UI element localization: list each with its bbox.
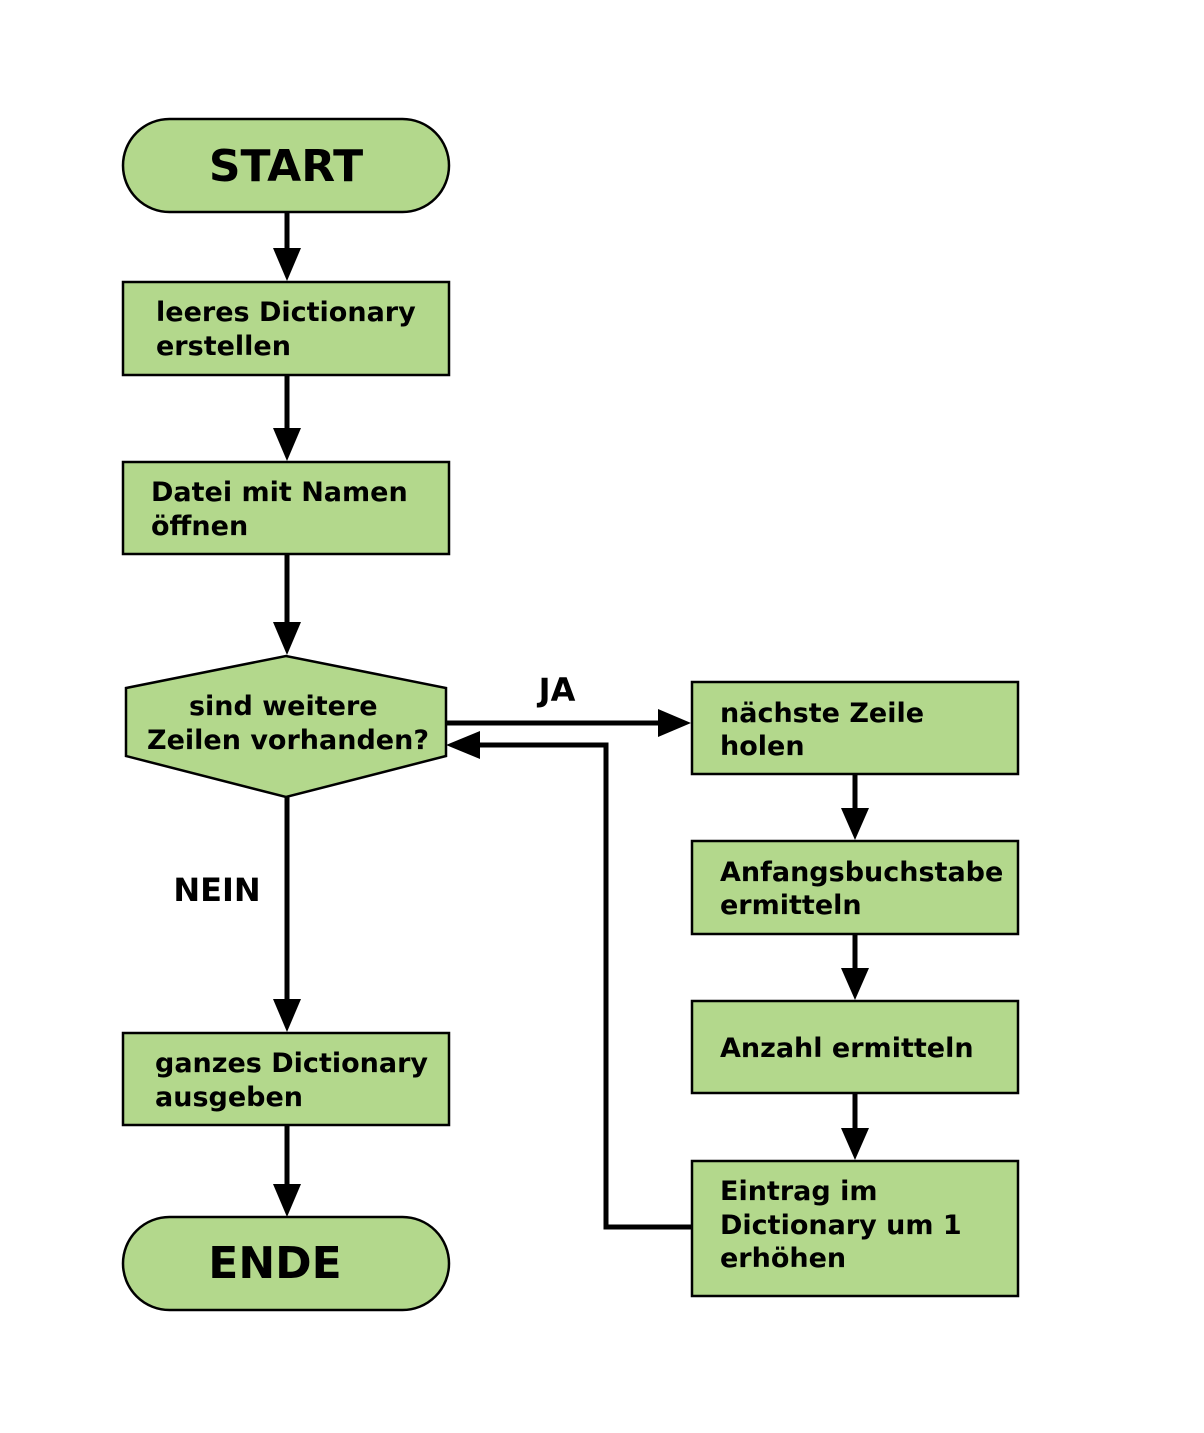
output-label: ganzes Dictionary ausgeben bbox=[155, 1048, 437, 1113]
output-box bbox=[121, 1031, 451, 1127]
output-line-1: ganzes Dictionary bbox=[155, 1048, 428, 1079]
arrowhead-next-line bbox=[658, 709, 691, 737]
arrowhead-decision bbox=[273, 622, 301, 655]
first-letter-line-1: Anfangsbuchstabe bbox=[720, 857, 1003, 888]
arrowhead-create bbox=[273, 248, 301, 281]
next-line-box bbox=[690, 680, 1020, 776]
arrowhead-loop-back bbox=[446, 731, 480, 759]
arrowhead-output bbox=[273, 999, 301, 1032]
open-file-line-2: öffnen bbox=[151, 511, 248, 542]
node-count: Anzahl ermitteln bbox=[690, 999, 1020, 1095]
node-first-letter: Anfangsbuchstabe ermitteln bbox=[690, 839, 1020, 936]
output-line-2: ausgeben bbox=[155, 1082, 303, 1113]
start-terminator bbox=[121, 117, 451, 214]
first-letter-label: Anfangsbuchstabe ermitteln bbox=[720, 857, 1013, 921]
next-line-label: nächste Zeile holen bbox=[720, 698, 933, 762]
first-letter-line-2: ermitteln bbox=[720, 890, 862, 921]
increment-line-1: Eintrag im bbox=[720, 1176, 877, 1207]
next-line-line-1: nächste Zeile bbox=[720, 698, 924, 729]
yes-label: JA bbox=[537, 671, 576, 709]
start-label: START bbox=[209, 141, 363, 192]
node-open-file: Datei mit Namen öffnen bbox=[121, 460, 451, 556]
node-end: ENDE bbox=[121, 1215, 451, 1312]
decision-line-1: sind weitere bbox=[189, 691, 378, 722]
node-start: START bbox=[121, 117, 451, 214]
first-letter-box bbox=[690, 839, 1020, 936]
increment-label: Eintrag im Dictionary um 1 erhöhen bbox=[720, 1176, 971, 1274]
increment-line-2: Dictionary um 1 bbox=[720, 1210, 962, 1241]
node-output: ganzes Dictionary ausgeben bbox=[121, 1031, 451, 1127]
node-decision: sind weitere Zeilen vorhanden? bbox=[124, 654, 448, 799]
increment-box bbox=[690, 1159, 1020, 1298]
create-dictionary-box bbox=[121, 280, 451, 377]
arrowhead-increment bbox=[841, 1128, 869, 1160]
edge-loop-back bbox=[476, 742, 691, 1230]
arrowhead-first-letter bbox=[841, 808, 869, 840]
decision-line-2: Zeilen vorhanden? bbox=[147, 725, 429, 756]
open-file-line-1: Datei mit Namen bbox=[151, 477, 408, 508]
node-create-dictionary: leeres Dictionary erstellen bbox=[121, 280, 451, 377]
arrowhead-open bbox=[273, 428, 301, 461]
increment-line-3: erhöhen bbox=[720, 1243, 846, 1274]
arrowhead-count bbox=[841, 968, 869, 1000]
create-dictionary-line-2: erstellen bbox=[156, 331, 291, 362]
open-file-box bbox=[121, 460, 451, 556]
create-dictionary-label: leeres Dictionary erstellen bbox=[156, 297, 425, 362]
node-next-line: nächste Zeile holen bbox=[690, 680, 1020, 776]
next-line-line-2: holen bbox=[720, 731, 805, 762]
count-box bbox=[690, 999, 1020, 1095]
no-label: NEIN bbox=[173, 871, 260, 909]
end-label: ENDE bbox=[208, 1238, 341, 1289]
count-label: Anzahl ermitteln bbox=[720, 1033, 974, 1064]
node-increment: Eintrag im Dictionary um 1 erhöhen bbox=[690, 1159, 1020, 1298]
create-dictionary-line-1: leeres Dictionary bbox=[156, 297, 416, 328]
decision-label: sind weitere Zeilen vorhanden? bbox=[147, 691, 429, 756]
open-file-label: Datei mit Namen öffnen bbox=[151, 477, 417, 542]
count-line-1: Anzahl ermitteln bbox=[720, 1033, 974, 1064]
decision-hexagon bbox=[124, 654, 448, 799]
end-terminator bbox=[121, 1215, 451, 1312]
edges bbox=[273, 212, 869, 1230]
arrowhead-end bbox=[273, 1184, 301, 1217]
